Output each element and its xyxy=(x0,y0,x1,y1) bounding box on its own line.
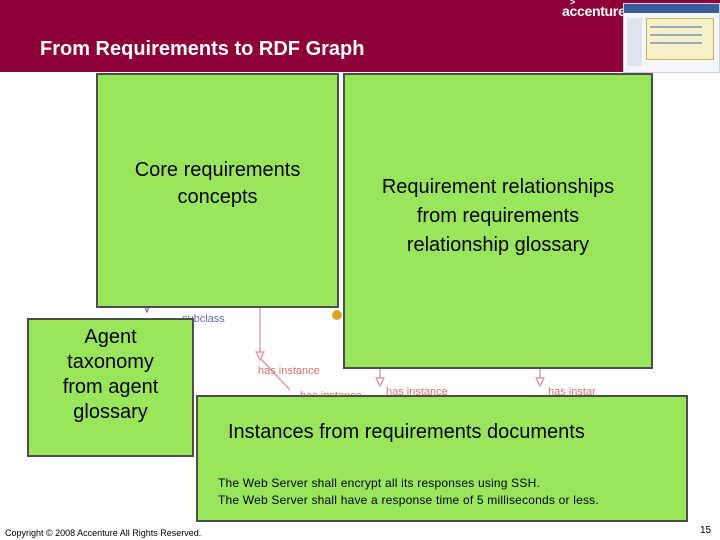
copyright-notice: Copyright © 2008 Accenture All Rights Re… xyxy=(5,528,201,538)
has-instance-label: has instance xyxy=(258,365,320,377)
requirement-relationships-text: Requirement relationships from requireme… xyxy=(345,173,651,260)
graph-arrow xyxy=(256,352,264,360)
graph-arrow xyxy=(536,378,544,386)
core-requirements-text: Core requirements concepts xyxy=(98,157,337,211)
slide-title: From Requirements to RDF Graph xyxy=(40,38,364,61)
instances-heading: Instances from requirements documents xyxy=(228,421,585,444)
core-requirements-box: Core requirements concepts xyxy=(96,73,339,308)
graph-node xyxy=(332,310,342,320)
requirement-relationships-box: Requirement relationships from requireme… xyxy=(343,73,653,369)
requirement-sentence: The Web Server shall encrypt all its res… xyxy=(218,476,540,490)
instances-box: Instances from requirements documents Th… xyxy=(196,395,688,522)
agent-taxonomy-text: Agent taxonomy from agent glossary xyxy=(29,325,192,425)
agent-taxonomy-box: Agent taxonomy from agent glossary xyxy=(27,318,194,457)
accenture-logo: > accenture xyxy=(562,3,625,19)
screenshot-thumbnail xyxy=(623,3,720,73)
requirement-sentence: The Web Server shall have a response tim… xyxy=(218,493,599,507)
page-number: 15 xyxy=(700,525,711,536)
logo-mark: > xyxy=(570,0,575,7)
graph-arrow xyxy=(376,378,384,386)
